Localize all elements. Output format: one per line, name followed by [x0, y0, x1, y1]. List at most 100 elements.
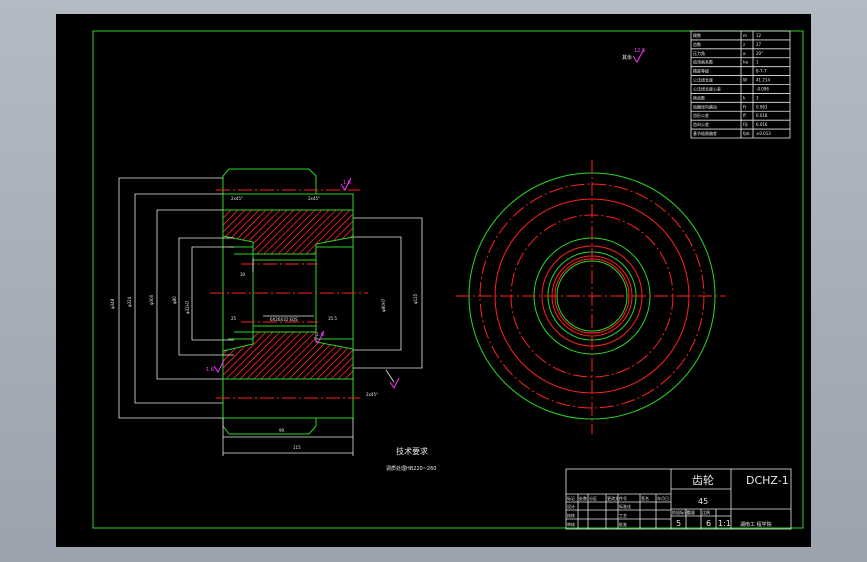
roughness-top: 1.6 [343, 180, 351, 186]
roughness-rest-value: 12.5 [634, 48, 645, 54]
technical-requirements: 技术要求 调质处理HB220~260 [386, 446, 436, 472]
section-hatch-line [223, 210, 245, 254]
section-hatch-line [230, 210, 287, 254]
stage-label-0: 阶段标记 [672, 509, 688, 515]
drawing-number: DCHZ-1 [746, 474, 789, 487]
table-cell-sym: m [743, 33, 747, 38]
roughness-rest-mark: 其余 12.5 [622, 48, 645, 63]
section-hatch-line [283, 332, 343, 379]
part-name: 齿轮 [692, 473, 714, 487]
dim-v6: φ80H7 [381, 298, 386, 312]
section-hatch-line [342, 210, 353, 254]
section-hatch-line [227, 332, 287, 379]
header-label-1: 更改文件号 [607, 495, 627, 501]
gear-section-view: 30 25 35.5 99 115 6X26X32 EQS 2x45° 2x45… [110, 168, 423, 456]
section-hatch-line [223, 210, 266, 254]
section-hatch-line [244, 210, 301, 254]
table-cell-label: 压力角 [693, 50, 705, 56]
table-cell-value: 1 [756, 60, 759, 65]
sheet-right: 6 [706, 519, 711, 528]
table-cell-label: 齿数 [693, 41, 701, 47]
section-hatch-line [354, 326, 412, 384]
tech-req-title: 技术要求 [396, 446, 428, 456]
section-hatch-line [276, 332, 336, 379]
scale: 1:1 [718, 519, 731, 528]
section-hatch-line [223, 332, 273, 379]
mid-label-0: 标准化 [619, 503, 631, 509]
mid-label-2: 批准 [619, 521, 627, 527]
table-cell-label: 齿顶高系数 [693, 59, 713, 65]
roughness-left: 1.6 [206, 367, 214, 373]
title-block: 齿轮 45 DCHZ-1 5 6 1:1 湖南工 程学院 标记 处数 设计 校核… [565, 468, 792, 530]
material: 45 [698, 497, 708, 506]
section-hatch-line [234, 332, 294, 379]
table-cell-label: 公法线长度 [693, 77, 713, 83]
section-hatch-line [223, 210, 259, 254]
table-cell-label: 公法线长度公差 [693, 85, 721, 91]
section-hatch-line [262, 332, 322, 379]
section-hatch-line [332, 332, 353, 379]
table-cell-sym: α [743, 51, 746, 56]
section-hatch-line [325, 332, 353, 379]
section-hatch-line [357, 204, 412, 259]
section-hatch-line [286, 210, 343, 254]
dim-v1: φ348 [110, 298, 115, 309]
stage-label-2: 比例 [702, 509, 710, 515]
dim-text-30: 30 [240, 272, 246, 277]
table-cell-value: 12 [756, 33, 762, 38]
section-hatch-line [223, 210, 231, 254]
header-label-3: 年月日 [657, 495, 669, 501]
table-cell-sym: ff [743, 113, 746, 118]
stage-label-1: 重量 [687, 509, 695, 515]
section-hatch-line [241, 332, 301, 379]
sheet-left: 5 [676, 519, 681, 528]
dim-v5: φ32H7 [185, 300, 190, 314]
roughness-rest-label: 其余 [622, 54, 632, 61]
section-hatch-line [335, 210, 353, 254]
chamfer-1: 2x45° [231, 196, 243, 201]
table-cell-label: 齿向公差 [693, 121, 709, 127]
table-cell-label: 齿形公差 [693, 112, 709, 118]
dim-text-99: 99 [279, 428, 285, 433]
row-label-1: 处数 [579, 495, 587, 501]
section-hatch-line [248, 332, 308, 379]
table-cell-sym: fpb [743, 131, 750, 136]
roughness-mid: 1.6 [316, 332, 324, 338]
dim-text-35: 35.5 [328, 316, 337, 321]
table-cell-sym: W [743, 78, 747, 83]
table-cell-label: 模数 [693, 32, 701, 38]
spline-note: 6X26X32 EQS [270, 317, 298, 322]
table-cell-sym: ha [743, 60, 749, 65]
table-cell-value: 27 [756, 42, 762, 47]
table-cell-sym: z [743, 42, 745, 47]
section-hatch-line [321, 210, 353, 254]
section-hatch-line [349, 210, 353, 254]
section-hatch-line [311, 332, 353, 379]
section-hatch-line [328, 210, 353, 254]
table-cell-value: 41.214 [756, 78, 770, 83]
table-cell-label: 精度等级 [693, 68, 709, 74]
section-hatch-line [339, 332, 353, 379]
section-hatch-line [223, 210, 224, 254]
dim-v3: φ300 [149, 294, 154, 305]
dim-text-25: 25 [231, 316, 237, 321]
section-hatch-line [293, 210, 350, 254]
table-cell-sym: Fβ [743, 122, 748, 127]
row-label-3: 校核 [567, 512, 575, 518]
table-cell-value: 0.016 [756, 122, 768, 127]
dim-v4: φ80 [172, 296, 177, 304]
table-cell-label: 基节极限偏差 [693, 130, 717, 136]
section-hatch-line [300, 210, 353, 254]
section-hatch-line [272, 210, 329, 254]
section-hatch-line [223, 332, 266, 379]
section-hatch-line [265, 210, 322, 254]
table-cell-value: 3 [756, 95, 759, 100]
tech-req-line1: 调质处理HB220~260 [386, 465, 436, 472]
mid-label-1: 工艺 [619, 513, 627, 518]
table-cell-value: -0.096 [756, 86, 769, 91]
section-hatch-line [223, 210, 273, 254]
row-label-2: 设计 [567, 503, 575, 509]
